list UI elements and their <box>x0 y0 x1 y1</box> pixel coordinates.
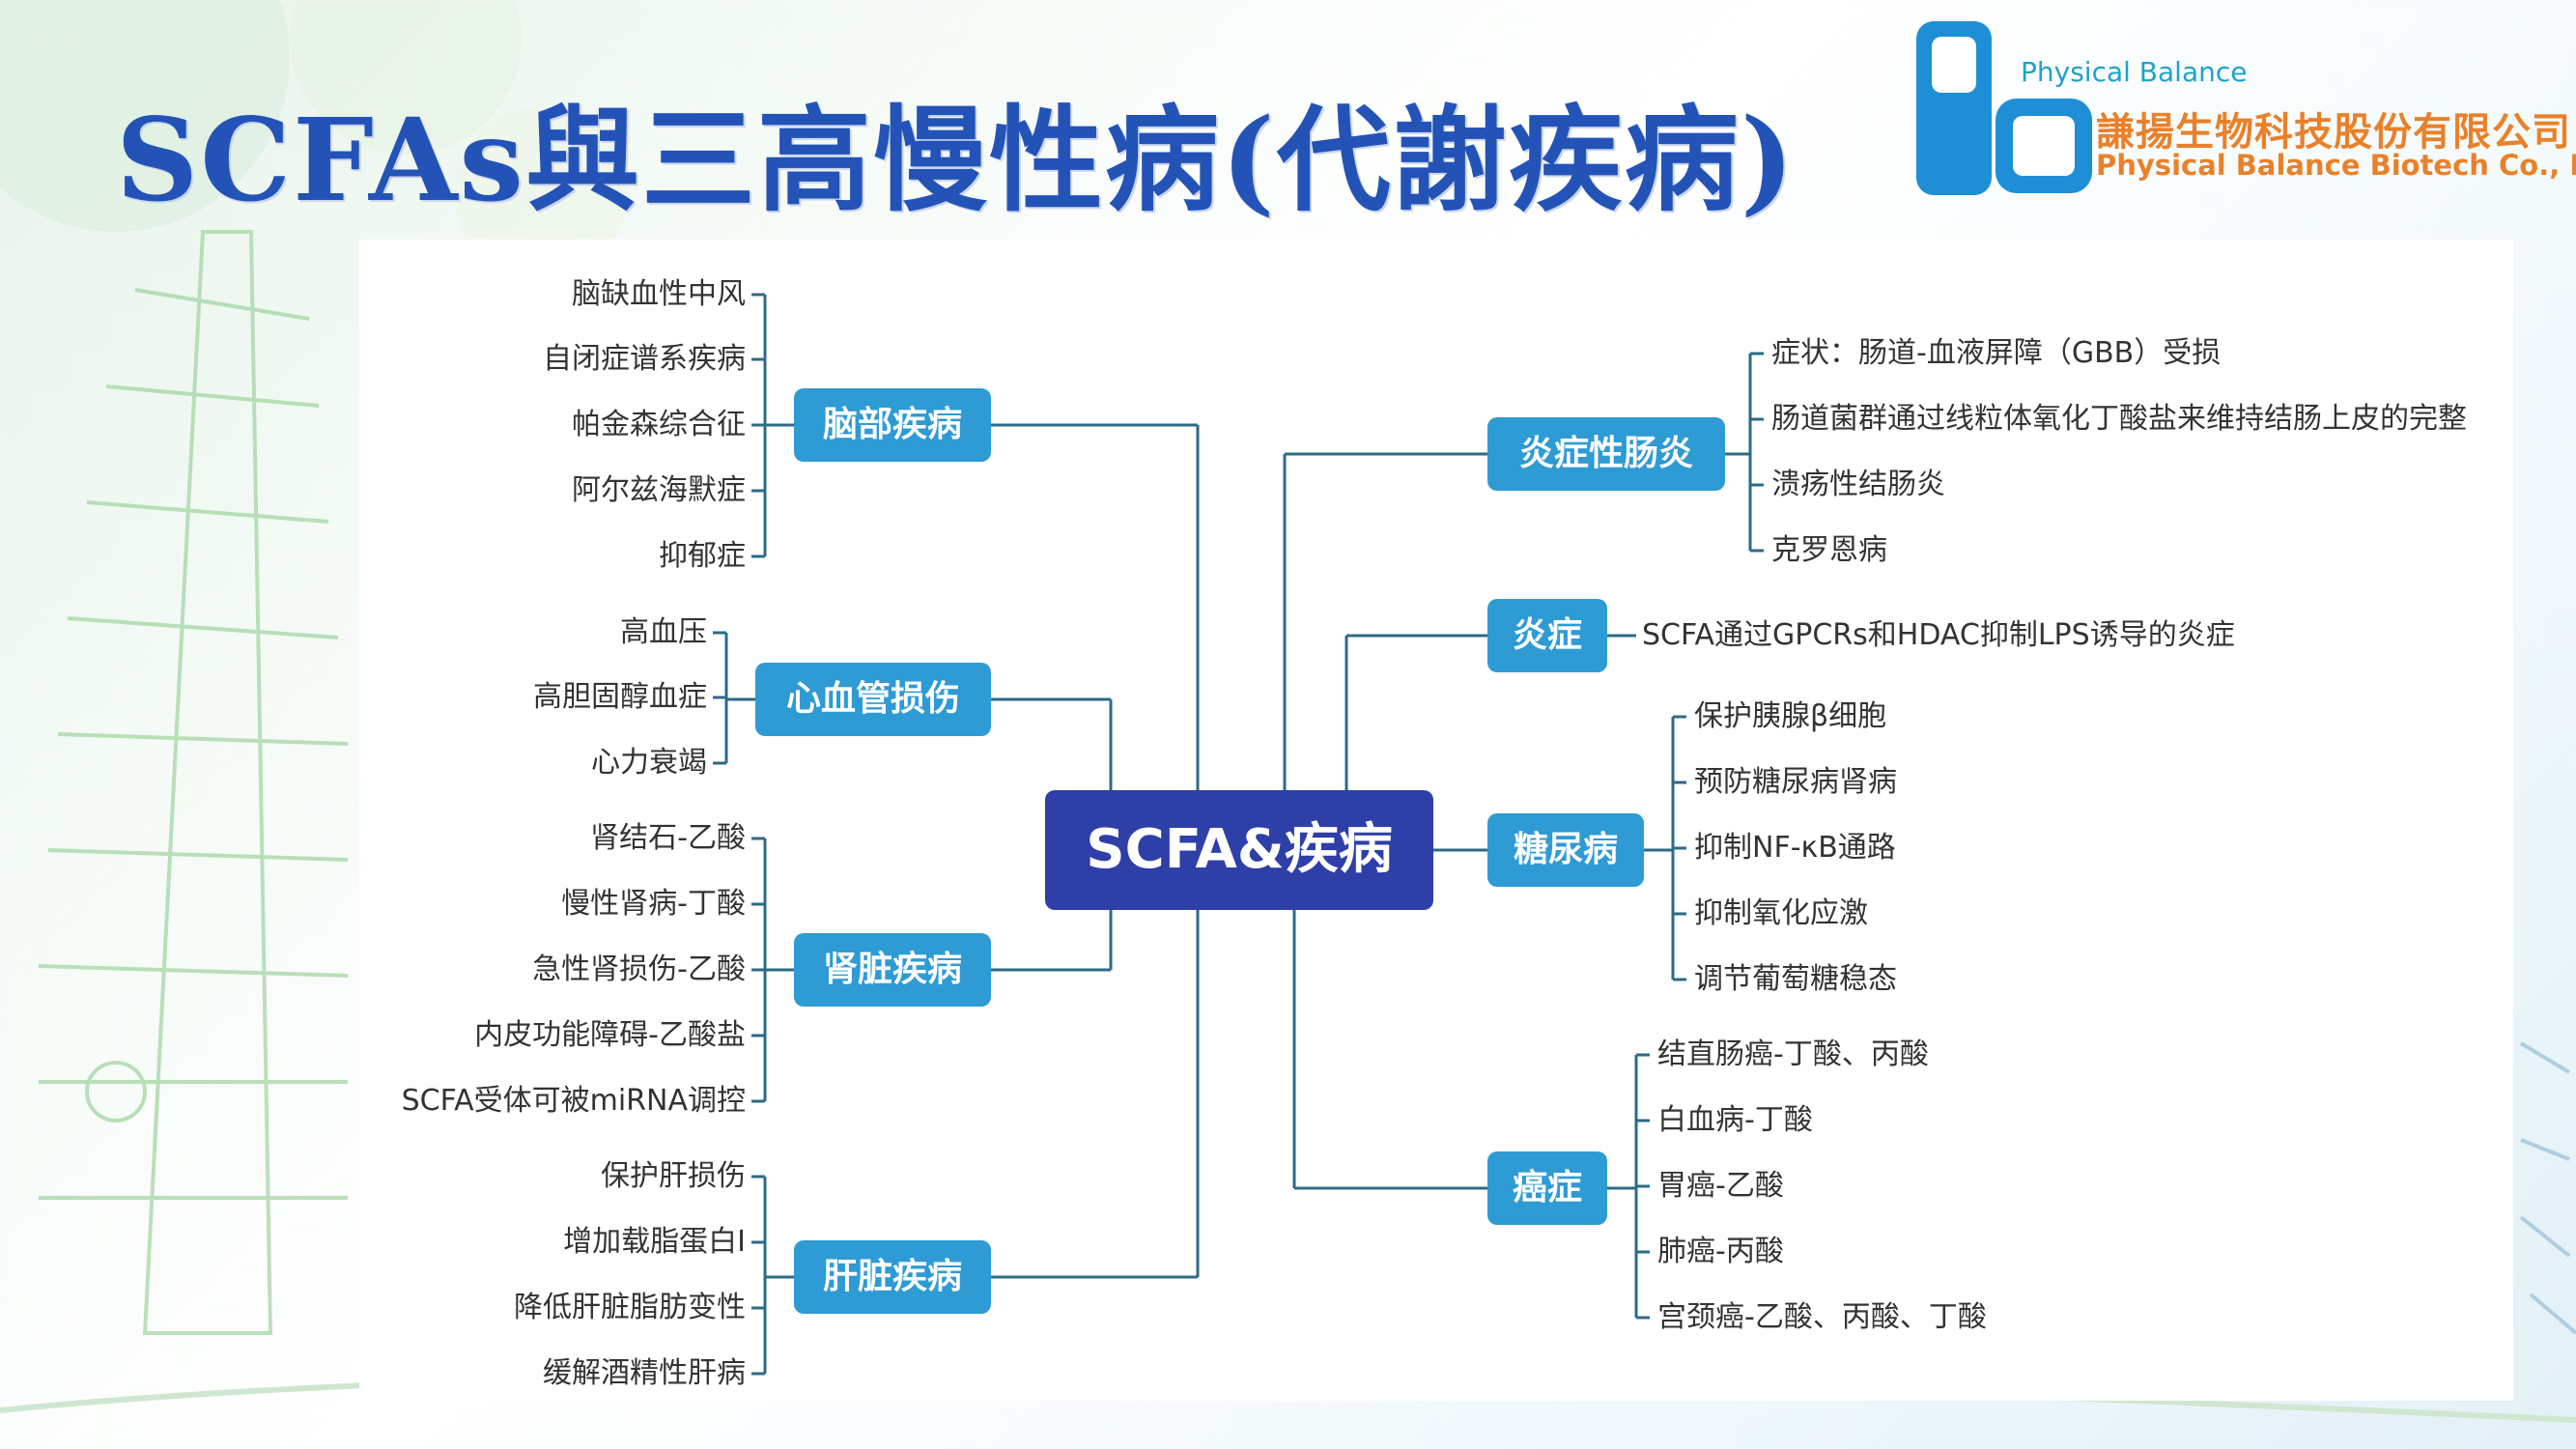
right-leaf: 溃疡性结肠炎 <box>1771 466 1945 504</box>
right-leaf: 保护胰腺β细胞 <box>1694 697 1886 736</box>
left-leaf: 自闭症谱系疾病 <box>543 340 746 379</box>
left-leaf: 心力衰竭 <box>591 744 707 782</box>
left-leaf: 高血压 <box>620 613 707 652</box>
right-leaf: SCFA通过GPCRs和HDAC抑制LPS诱导的炎症 <box>1642 616 2235 655</box>
right-leaf: 症状：肠道-血液屏障（GBB）受损 <box>1771 334 2221 373</box>
left-leaf: 抑郁症 <box>659 537 746 576</box>
left-leaf: 急性肾损伤-乙酸 <box>532 951 746 989</box>
left-node-1: 心血管损伤 <box>755 663 991 736</box>
right-node-0: 炎症性肠炎 <box>1487 417 1725 491</box>
left-leaf: 降低肝脏脂肪变性 <box>514 1289 746 1327</box>
left-leaf: 增加载脂蛋白Ⅰ <box>563 1223 746 1262</box>
right-node-1: 炎症 <box>1487 599 1607 672</box>
right-leaf: 结直肠癌-丁酸、丙酸 <box>1657 1036 1929 1074</box>
right-leaf: 抑制氧化应激 <box>1694 895 1868 933</box>
left-leaf: 慢性肾病-丁酸 <box>561 885 746 923</box>
left-leaf: 阿尔兹海默症 <box>572 471 746 510</box>
right-leaf: 预防糖尿病肾病 <box>1694 763 1897 802</box>
right-leaf: 抑制NF-κB通路 <box>1694 829 1896 867</box>
left-leaf: 内皮功能障碍-乙酸盐 <box>474 1016 746 1055</box>
right-leaf: 调节葡萄糖稳态 <box>1694 960 1897 999</box>
left-leaf: SCFA受体可被miRNA调控 <box>402 1082 746 1121</box>
right-node-2: 糖尿病 <box>1487 813 1644 887</box>
left-leaf: 高胆固醇血症 <box>533 678 707 717</box>
right-leaf: 肠道菌群通过线粒体氧化丁酸盐来维持结肠上皮的完整 <box>1771 400 2467 439</box>
right-leaf: 白血病-丁酸 <box>1657 1101 1813 1140</box>
right-leaf: 肺癌-丙酸 <box>1657 1233 1784 1271</box>
left-node-3: 肝脏疾病 <box>794 1240 991 1314</box>
right-leaf: 宫颈癌-乙酸、丙酸、丁酸 <box>1657 1298 1987 1337</box>
center-node: SCFA&疾病 <box>1045 790 1433 910</box>
left-leaf: 肾结石-乙酸 <box>590 819 746 858</box>
right-leaf: 克罗恩病 <box>1771 531 1887 570</box>
right-node-3: 癌症 <box>1487 1151 1607 1225</box>
left-leaf: 缓解酒精性肝病 <box>543 1354 746 1393</box>
left-leaf: 脑缺血性中风 <box>572 275 746 314</box>
left-leaf: 帕金森综合征 <box>572 406 746 444</box>
left-leaf: 保护肝损伤 <box>601 1157 746 1196</box>
left-node-0: 脑部疾病 <box>794 388 991 462</box>
left-node-2: 肾脏疾病 <box>794 933 991 1007</box>
right-leaf: 胃癌-乙酸 <box>1657 1167 1784 1206</box>
